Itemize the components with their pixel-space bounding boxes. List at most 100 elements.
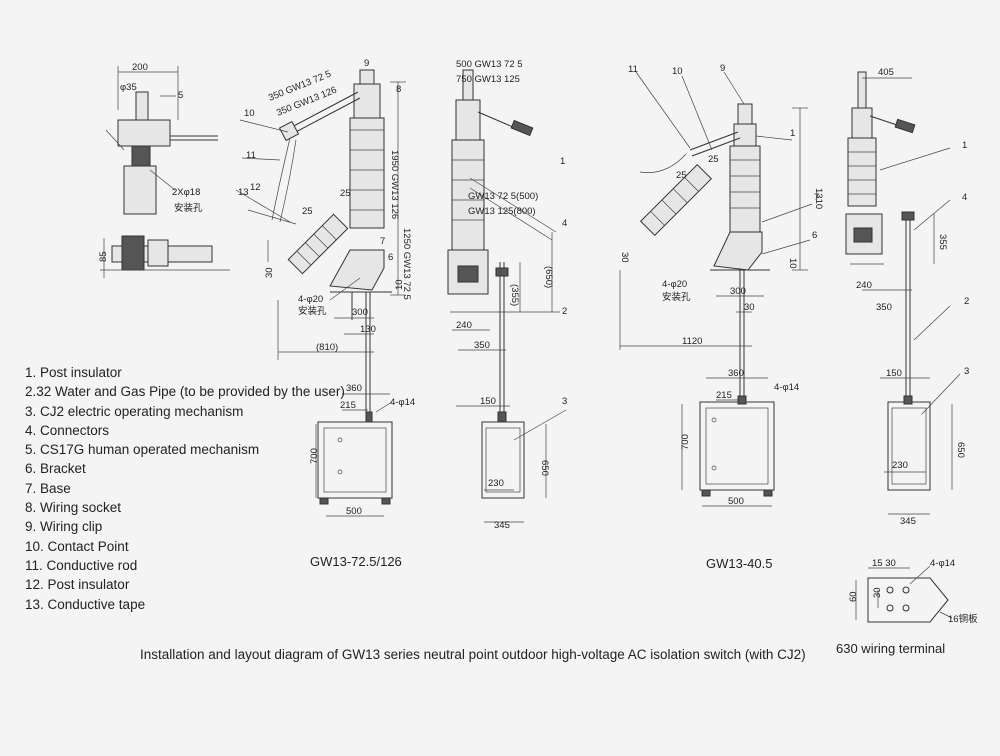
callout-label: 10 [394,279,405,290]
dim-label: 4-φ20 [298,294,323,305]
callout-label: 7 [814,192,819,203]
mechanism-detail-side [100,235,230,278]
dim-label: 4-φ14 [930,558,955,569]
dim-label: 215 [716,390,732,401]
dim-label: 1250 GW13 72 5 [401,228,412,300]
callout-label: 13 [238,187,249,198]
dim-label: 150 [480,396,496,407]
dim-label: 25 [708,154,719,165]
gw13-72-mechanism-box [315,393,393,517]
dim-label: 1310 [813,188,824,209]
legend-item: 8. Wiring socket [25,500,122,516]
dim-label: 360 [728,368,744,379]
dim-label: 130 [360,324,376,335]
dim-label: 安装孔 [174,202,203,214]
dim-label: 30 [264,267,275,278]
dim-label: 230 [892,460,908,471]
dim-label: 30 [872,587,883,598]
dim-label: 215 [340,400,356,411]
view-label-terminal: 630 wiring terminal [836,641,946,656]
callout-label: 12 [250,182,261,193]
dim-label: 345 [494,520,510,531]
gw13-72-side-view [447,69,560,420]
dim-label: 300 [730,286,746,297]
dim-label: 355 [937,234,948,250]
mechanism-detail-top [105,66,218,215]
dim-label: 4-φ14 [774,382,799,393]
dim-label: 300 [352,307,368,318]
legend-item: 13. Conductive tape [25,596,146,612]
callout-label: 3 [562,396,567,407]
dim-label: 4-φ20 [662,279,687,290]
dim-label: 240 [456,320,472,331]
legend-item: 2.32 Water and Gas Pipe (to be provided … [25,384,345,400]
legend-item: 11. Conductive rod [25,557,138,573]
callout-label: 11 [246,150,256,161]
dim-label: φ35 [120,82,137,93]
callout-label: 1 [962,140,967,151]
dim-label: 15 30 [872,558,896,569]
dim-label: 350 [876,302,892,313]
dim-label: (650) [543,266,554,288]
dim-label: 1950 GW13 126 [389,150,400,219]
dim-label: 240 [856,280,872,291]
dim-label: 750 GW13 125 [456,74,520,85]
dim-label: GW13 125(800) [468,206,536,217]
callout-label: 2 [562,306,567,317]
legend-item: 10. Contact Point [25,538,129,554]
legend-item: 5. CS17G human operated mechanism [25,442,260,458]
gw13-72-front-view [235,69,406,420]
legend-item: 3. CJ2 electric operating mechanism [25,403,244,419]
dim-label: 25 [340,188,351,199]
dim-label: 500 GW13 72 5 [456,59,523,70]
callout-label: 4 [962,192,967,203]
callout-label: 5 [178,90,183,101]
callout-label: 6 [388,252,393,263]
dim-label: (810) [316,342,338,353]
dim-label: 150 [886,368,902,379]
dim-label: 700 [680,434,691,450]
wiring-terminal-630 [855,565,953,623]
dim-label: 2Xφ18 [172,187,200,198]
dim-label: 85 [98,251,109,262]
dim-label: 25 [302,206,313,217]
callout-label: 9 [364,58,369,69]
dim-label: 安装孔 [298,305,327,317]
callout-label: 1 [560,156,565,167]
dim-label: 700 [309,448,320,464]
dim-label: 16铜板 [948,613,978,625]
parts-legend: 1. Post insulator 2.32 Water and Gas Pip… [25,363,345,614]
dim-label: 500 [728,496,744,507]
legend-item: 1. Post insulator [25,365,122,380]
gw13-40-mechanism-box [681,377,775,507]
callout-label: 2 [964,296,969,307]
dim-label: 60 [848,591,859,602]
legend-item: 4. Connectors [25,422,110,438]
dim-label: 500 [346,506,362,517]
dim-label: GW13 72 5(500) [468,191,538,202]
callout-label: 8 [396,84,401,95]
callout-label: 6 [812,230,817,241]
dim-label: 安装孔 [662,291,691,303]
callout-label: 11 [628,64,638,75]
gw13-40-side-mechanism-box [880,373,961,515]
view-label-gw13-72: GW13-72.5/126 [310,554,402,569]
callout-label: 7 [380,236,385,247]
gw13-40-side-view [845,71,951,398]
dim-label: 1120 [682,336,702,347]
dim-label: 650 [539,460,550,476]
callout-label: 10 [672,66,683,77]
legend-item: 9. Wiring clip [25,519,103,535]
callout-label: 10 [244,108,255,119]
figure-caption: Installation and layout diagram of GW13 … [140,647,806,662]
legend-item: 6. Bracket [25,461,86,477]
gw13-72-side-mechanism-box [456,405,567,523]
dim-label: 650 [955,442,966,458]
dim-label: 25 [676,170,687,181]
callout-label: 4 [562,218,567,229]
gw13-40-front-view [619,71,813,398]
dim-label: 230 [488,478,504,489]
dim-label: (355) [509,284,520,306]
view-label-gw13-40: GW13-40.5 [706,556,773,571]
